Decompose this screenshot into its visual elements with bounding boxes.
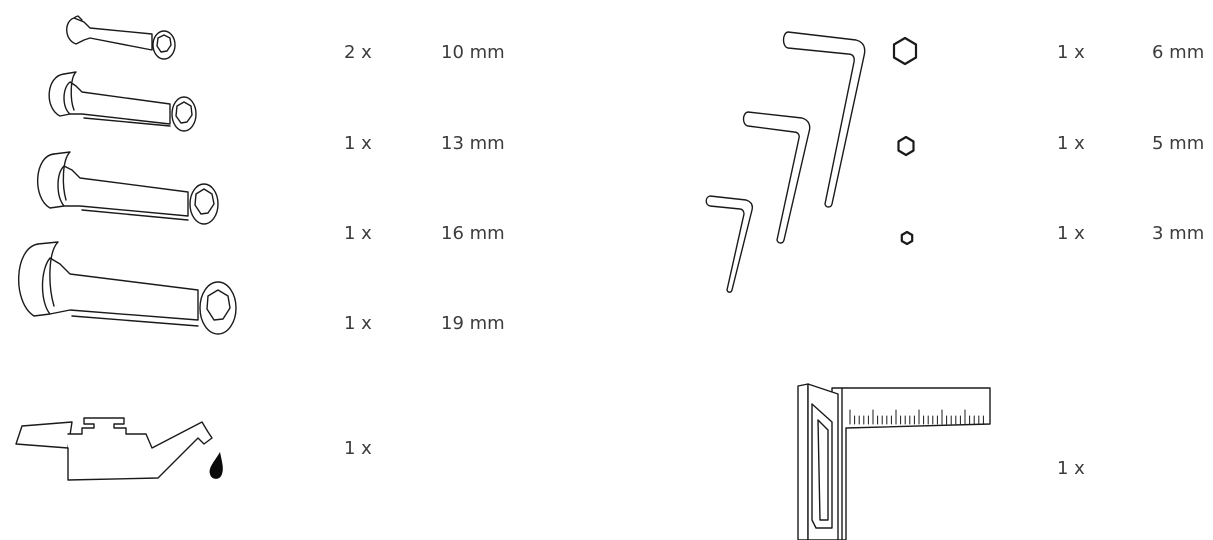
wrench-13mm-icon xyxy=(48,71,197,132)
wrench-13mm-qty: 1 x xyxy=(344,133,372,154)
wrench-16mm-qty: 1 x xyxy=(344,223,372,244)
wrench-10mm-qty: 2 x xyxy=(344,42,372,63)
hex-key-6mm-size: 6 mm xyxy=(1152,42,1205,63)
try-square-icon xyxy=(797,383,991,540)
wrench-10mm-icon xyxy=(66,15,176,60)
wrench-10mm-size: 10 mm xyxy=(441,42,505,63)
try-square-qty: 1 x xyxy=(1057,458,1085,479)
hex-key-6mm-qty: 1 x xyxy=(1057,42,1085,63)
hex-key-3mm-qty: 1 x xyxy=(1057,223,1085,244)
oil-can-qty: 1 x xyxy=(344,438,372,459)
wrench-16mm-size: 16 mm xyxy=(441,223,505,244)
hex-key-set-icon xyxy=(705,31,866,293)
hexagon-icon xyxy=(897,135,915,157)
wrench-13mm-size: 13 mm xyxy=(441,133,505,154)
hex-key-5mm-size: 5 mm xyxy=(1152,133,1205,154)
hexagon-icon xyxy=(900,230,914,246)
hexagon-icon xyxy=(892,36,918,66)
wrench-16mm-icon xyxy=(37,151,219,225)
wrench-19mm-size: 19 mm xyxy=(441,313,505,334)
wrench-19mm-qty: 1 x xyxy=(344,313,372,334)
hex-key-3mm-size: 3 mm xyxy=(1152,223,1205,244)
oil-can-icon xyxy=(15,417,223,481)
hex-key-5mm-qty: 1 x xyxy=(1057,133,1085,154)
wrench-19mm-icon xyxy=(17,241,237,335)
